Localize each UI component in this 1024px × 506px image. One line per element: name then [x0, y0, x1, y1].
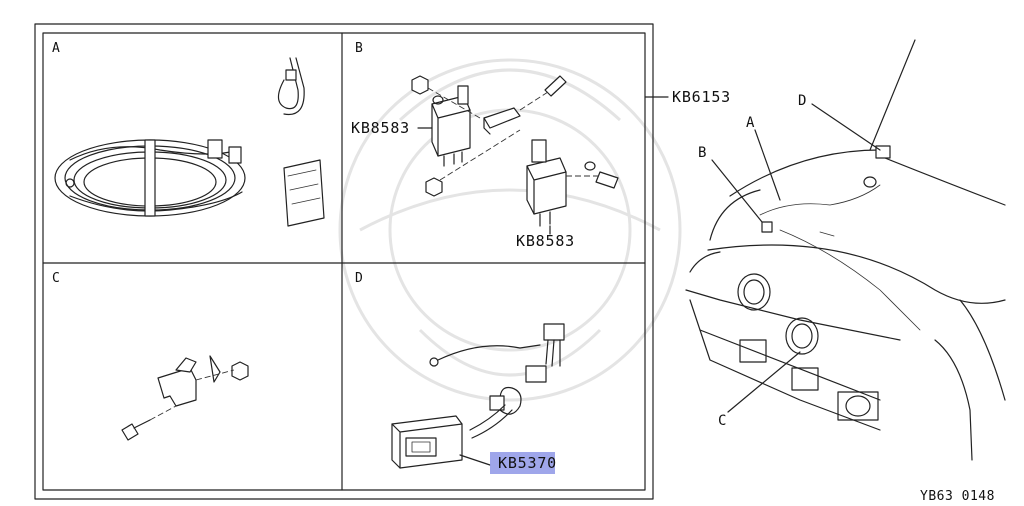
figure-code: YB63 0148: [920, 489, 995, 504]
part-number-switch: KB5370: [498, 454, 557, 472]
vehicle-callout-b: B: [698, 145, 707, 161]
panel-a-label: A: [52, 41, 61, 56]
vehicle-callout-d-line: [811, 103, 881, 151]
panel-grid: [42, 32, 646, 491]
part-number-relay-top: KB8583: [351, 119, 410, 137]
vehicle-callout-a: A: [746, 115, 755, 131]
panel-b-label: B: [355, 41, 364, 56]
relay-illustration-top: [431, 85, 471, 167]
switch-harness-illustration: [429, 323, 565, 439]
part-number-relay-bottom: KB8583: [516, 232, 575, 250]
wiring-harness-illustration: [54, 139, 246, 217]
vehicle-illustration: [685, 39, 1006, 461]
vehicle-callout-c: C: [718, 413, 727, 429]
part-number-highlight: [490, 452, 555, 474]
vehicle-callout-c-line: [727, 351, 801, 413]
cable-tie-illustration: [277, 57, 305, 116]
switch-leader: [459, 454, 491, 466]
panel-d-label: D: [355, 271, 364, 286]
rocker-switch-illustration: [391, 415, 463, 469]
mounting-bracket-illustration: [121, 355, 249, 441]
vehicle-callout-b-line: [711, 159, 763, 223]
panel-frame: [34, 23, 654, 500]
panel-c-label: C: [52, 271, 61, 286]
relay-illustration-bottom: [526, 139, 567, 227]
part-number-kit: KB6153: [672, 88, 731, 106]
vehicle-callout-a-line: [754, 129, 781, 201]
adhesive-pad-illustration: [283, 159, 325, 227]
bracket-hardware: [411, 75, 619, 197]
vehicle-callout-d: D: [798, 93, 807, 109]
